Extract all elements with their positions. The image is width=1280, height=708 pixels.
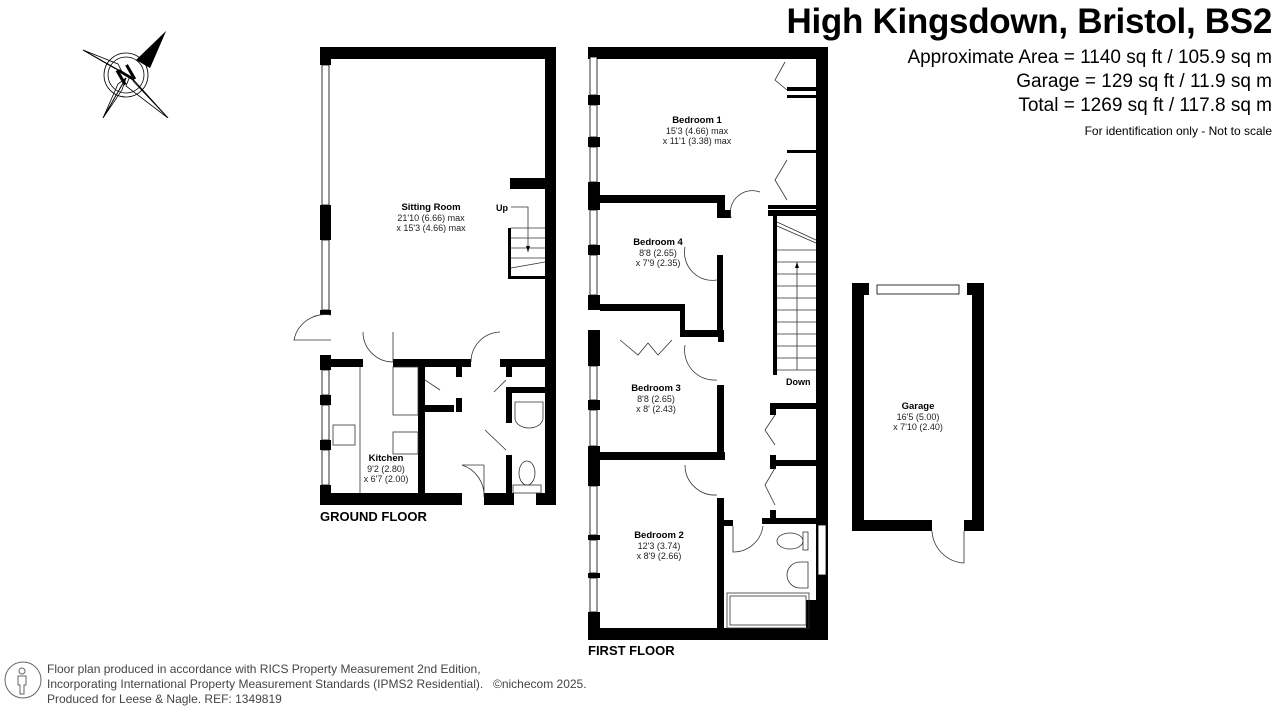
- room-dimension: x 7'10 (2.40): [893, 422, 943, 432]
- room-name: Kitchen: [368, 453, 404, 464]
- footer-line: Incorporating International Property Mea…: [47, 677, 484, 691]
- room-sitting-room: Sitting Room 21'10 (6.66) max x 15'3 (4.…: [396, 202, 466, 234]
- footer-line: Produced for Leese & Nagle. REF: 1349819: [47, 692, 282, 706]
- room-dimension: x 11'1 (3.38) max: [662, 136, 732, 146]
- room-garage: Garage 16'5 (5.00) x 7'10 (2.40): [893, 401, 943, 433]
- room-dimension: x 15'3 (4.66) max: [396, 223, 466, 233]
- svg-text:N: N: [112, 59, 141, 91]
- room-dimension: 8'8 (2.65): [637, 394, 675, 404]
- room-dimension: 15'3 (4.66) max: [665, 126, 729, 136]
- room-name: Bedroom 1: [672, 115, 722, 126]
- room-kitchen: Kitchen 9'2 (2.80) x 6'7 (2.00): [363, 453, 409, 485]
- garage-area: Garage = 129 sq ft / 11.9 sq m: [1016, 71, 1272, 92]
- stairs-up-label: Up: [496, 203, 508, 213]
- room-bedroom-3: Bedroom 3 8'8 (2.65) x 8' (2.43): [631, 383, 681, 415]
- scale-note: For identification only - Not to scale: [1084, 124, 1272, 138]
- ground-floor-label: GROUND FLOOR: [320, 509, 427, 524]
- footer-line: Floor plan produced in accordance with R…: [47, 662, 481, 676]
- room-dimension: 21'10 (6.66) max: [397, 213, 465, 223]
- room-bedroom-2: Bedroom 2 12'3 (3.74) x 8'9 (2.66): [634, 530, 684, 562]
- room-dimension: x 8' (2.43): [636, 404, 676, 414]
- room-dimension: 16'5 (5.00): [896, 412, 940, 422]
- compass-north-icon: N: [82, 31, 169, 118]
- room-bedroom-4: Bedroom 4 8'8 (2.65) x 7'9 (2.35): [633, 237, 683, 269]
- room-dimension: x 6'7 (2.00): [363, 474, 409, 484]
- room-name: Bedroom 3: [631, 383, 681, 394]
- room-dimension: 12'3 (3.74): [637, 541, 681, 551]
- room-name: Bedroom 4: [633, 237, 683, 248]
- room-name: Garage: [901, 401, 935, 412]
- room-dimension: x 8'9 (2.66): [636, 551, 682, 561]
- footer-disclaimer: Floor plan produced in accordance with R…: [47, 662, 483, 707]
- first-floor-label: FIRST FLOOR: [588, 643, 675, 658]
- total-area: Total = 1269 sq ft / 117.8 sq m: [1018, 95, 1272, 116]
- person-icon: [4, 661, 42, 699]
- room-name: Bedroom 2: [634, 530, 684, 541]
- copyright: ©nichecom 2025.: [493, 677, 587, 691]
- room-name: Sitting Room: [401, 202, 461, 213]
- property-title: High Kingsdown, Bristol, BS2: [786, 2, 1273, 41]
- stairs-down-label: Down: [786, 377, 811, 387]
- room-dimension: x 7'9 (2.35): [635, 258, 681, 268]
- room-bedroom-1: Bedroom 1 15'3 (4.66) max x 11'1 (3.38) …: [662, 115, 732, 147]
- room-dimension: 9'2 (2.80): [367, 464, 405, 474]
- room-dimension: 8'8 (2.65): [639, 248, 677, 258]
- approximate-area: Approximate Area = 1140 sq ft / 105.9 sq…: [907, 47, 1272, 68]
